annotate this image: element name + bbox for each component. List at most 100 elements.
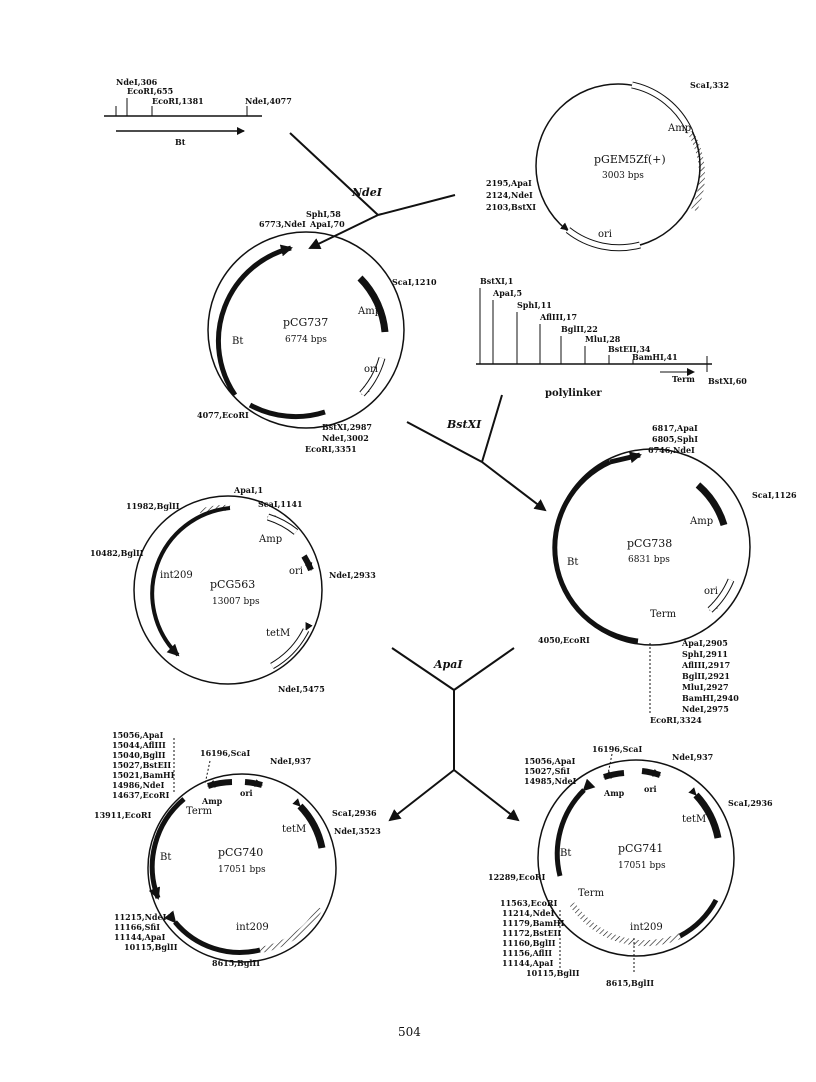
- bt-site-label: NdeI,306: [116, 77, 158, 87]
- pCG738-name: pCG738: [627, 537, 672, 550]
- pCG740-site: 11166,SfiI: [114, 922, 160, 932]
- pCG741-size: 17051 bps: [618, 861, 666, 871]
- ori-region: [301, 554, 314, 572]
- pCG737-site: EcoRI,3351: [305, 444, 357, 454]
- plasmid-pCG563: pCG563 13007 bps Amp ori int209 tetM Apa…: [90, 485, 376, 694]
- pCG741-site-leader: [607, 753, 613, 775]
- pCG740-site: NdeI,937: [270, 756, 311, 766]
- pCG738-site: BglII,2921: [682, 671, 730, 681]
- pCG737-site: 4077,EcoRI: [197, 410, 249, 420]
- pCG740-name: pCG740: [218, 846, 263, 859]
- polylinker-site: BstEII,34: [608, 344, 651, 354]
- pCG740-site: 16196,ScaI: [200, 748, 250, 758]
- pCG738-site: 6746,NdeI: [648, 445, 695, 455]
- polylinker-site: ApaI,5: [492, 288, 522, 298]
- pCG740-site: 15021,BamHI: [112, 770, 175, 780]
- plasmid-pGEM: pGEM5Zf(+) 3003 bps Amp ori ScaI,332 219…: [486, 80, 729, 252]
- ori-region: [641, 768, 661, 778]
- pCG740-site: NdeI,3523: [334, 826, 381, 836]
- polylinker-site: BstXI,60: [708, 376, 747, 386]
- pGEM-ori-label: ori: [598, 229, 612, 240]
- int209-arc: [150, 506, 231, 657]
- pCG740-site: 14637,EcoRI: [112, 790, 170, 800]
- pCG740-amp-label: Amp: [201, 796, 223, 806]
- pCG737-amp-label: Amp: [357, 306, 381, 317]
- amp-gene-hatch: [357, 275, 388, 333]
- bt-gene-label: Bt: [175, 137, 186, 147]
- pCG741-site: 11156,AflII: [502, 948, 552, 958]
- pGEM-name: pGEM5Zf(+): [594, 153, 666, 166]
- merge-arrow: [308, 214, 379, 250]
- pCG741-int209-label: int209: [630, 922, 663, 933]
- pCG741-site: 11179,BamHI: [502, 918, 565, 928]
- amp-gene-hatch: [687, 130, 705, 212]
- ori-region: [244, 779, 263, 788]
- pCG737-site: BstXI,2987: [322, 422, 372, 432]
- bt-gene-arc: [552, 459, 639, 644]
- split-arrow: [453, 769, 520, 822]
- int209-arc: [164, 910, 261, 955]
- pCG741-site: NdeI,937: [672, 752, 713, 762]
- pCG737-bt-label: Bt: [232, 336, 243, 347]
- pCG563-int209-label: int209: [160, 570, 193, 581]
- pCG738-site: ScaI,1126: [752, 490, 797, 500]
- pCG563-ori-label: ori: [289, 566, 303, 577]
- pCG741-bt-label: Bt: [560, 848, 571, 859]
- pCG738-site: BamHI,2940: [682, 693, 739, 703]
- merge-line: [289, 132, 379, 216]
- pCG738-term-label: Term: [650, 609, 677, 620]
- pCG740-site: 11144,ApaI: [114, 932, 166, 942]
- bt-site-label: EcoRI,655: [127, 86, 173, 96]
- int209-hatch: [259, 906, 323, 953]
- polylinker-site: BamHI,41: [632, 352, 678, 362]
- ori-region-fill: [360, 357, 385, 396]
- pCG740-site: 14986,NdeI: [112, 780, 165, 790]
- pGEM-site: ScaI,332: [690, 80, 729, 90]
- int209-arc: [678, 898, 719, 939]
- pCG741-site: 15056,ApaI: [524, 756, 576, 766]
- pCG738-site: ApaI,2905: [681, 638, 728, 648]
- pCG740-ori-label: ori: [240, 788, 253, 798]
- polylinker-term: Term: [672, 374, 695, 384]
- plasmid-pCG740: pCG740 17051 bps Amp ori tetM Term Bt in…: [94, 730, 381, 968]
- pCG738-bt-label: Bt: [567, 557, 578, 568]
- pCG738-site: 4050,EcoRI: [538, 635, 590, 645]
- pCG741-tetM-label: tetM: [682, 814, 706, 825]
- bt-gene-arc-lower: [248, 402, 326, 420]
- pCG741-site: 8615,BglII: [606, 978, 654, 988]
- polylinker: BstXI,1 ApaI,5 SphI,11 AflIII,17 BglII,2…: [476, 276, 747, 399]
- pCG740-tetM-label: tetM: [282, 824, 306, 835]
- split-arrow: [388, 769, 455, 822]
- polylinker-site: BstXI,1: [480, 276, 513, 286]
- pCG737-size: 6774 bps: [285, 335, 327, 345]
- bt-gene-arc: [215, 244, 293, 397]
- polylinker-site: MluI,28: [585, 334, 621, 344]
- pCG563-tetM-label: tetM: [266, 628, 290, 639]
- pCG741-site: 10115,BglII: [526, 968, 580, 978]
- enzyme-apaI-label: ApaI: [433, 658, 463, 671]
- pCG737-site: SphI,58: [306, 209, 341, 219]
- pCG563-site: NdeI,5475: [278, 684, 325, 694]
- amp-gene-fill: [267, 514, 298, 534]
- pCG741-site: 11160,BglII: [502, 938, 556, 948]
- pCG740-site: 10115,BglII: [124, 942, 178, 952]
- pCG740-bt-label: Bt: [160, 852, 171, 863]
- amp-gene: [603, 770, 625, 780]
- pCG738-site: EcoRI,3324: [650, 715, 702, 725]
- pCG738-site: NdeI,2975: [682, 704, 729, 714]
- merge-arrow: [481, 461, 547, 512]
- bt-gene-arrow: [609, 451, 642, 465]
- bt-site-label: EcoRI,1381: [152, 96, 204, 106]
- pGEM-amp-label: Amp: [667, 123, 691, 134]
- pCG741-ori-label: ori: [644, 784, 657, 794]
- pGEM-size: 3003 bps: [602, 171, 644, 181]
- pCG738-site: SphI,2911: [682, 649, 728, 659]
- pCG737-site: NdeI,3002: [322, 433, 369, 443]
- tetM-gene-hatch: [297, 803, 325, 849]
- pCG738-site: AflIII,2917: [681, 660, 730, 670]
- amp-gene-fill: [631, 82, 693, 134]
- merge-line: [481, 394, 503, 463]
- tetM-gene-fill: [270, 628, 309, 669]
- pCG738-ori-label: ori: [704, 586, 718, 597]
- pCG740-int209-label: int209: [236, 922, 269, 933]
